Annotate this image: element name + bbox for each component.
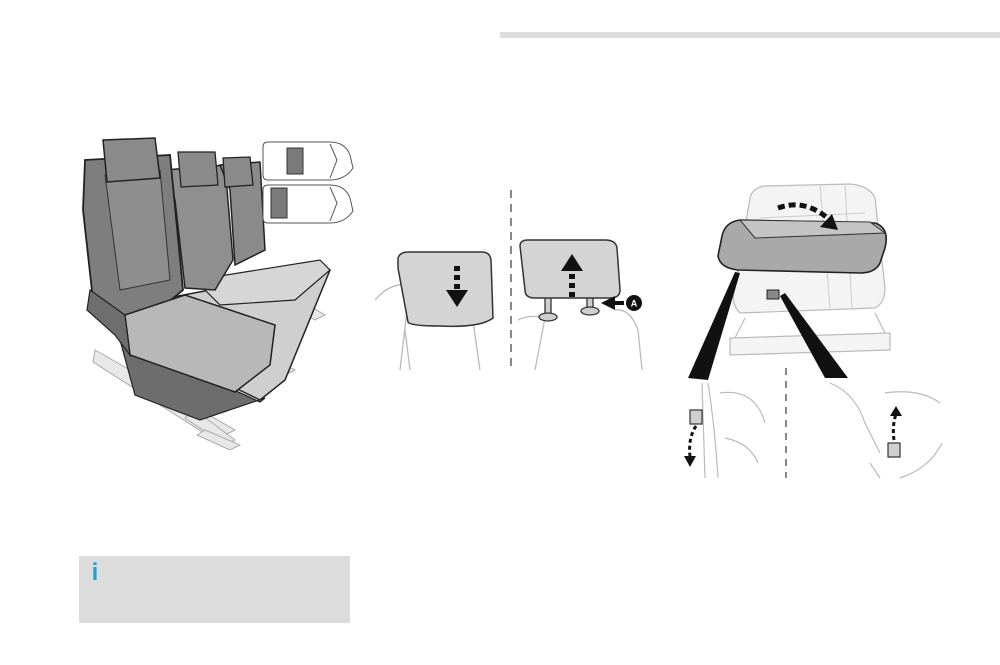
release-handle xyxy=(766,289,780,300)
release-lever-right xyxy=(887,442,901,458)
release-lever-left xyxy=(689,409,703,425)
zoom-wedge-right xyxy=(780,293,848,378)
info-note-box: i xyxy=(79,556,350,623)
callout-arrow-icon xyxy=(601,296,624,310)
callout-a: A xyxy=(626,295,642,311)
headrest-right xyxy=(222,156,254,188)
arrow-pull-up-icon xyxy=(890,406,902,441)
arrow-up-icon xyxy=(561,254,583,297)
zoom-wedge-left xyxy=(688,272,740,380)
vehicle-layout-thumbnail-top xyxy=(262,141,354,181)
vehicle-layout-thumbnail-bottom xyxy=(262,184,354,224)
arrow-fold-down-icon xyxy=(777,202,838,230)
section-divider xyxy=(500,32,1000,38)
detail-right-outline xyxy=(829,382,943,479)
seat-outline-right xyxy=(517,309,643,371)
headrest-adjustment-illustration: A xyxy=(374,190,643,371)
seat-cushion-right xyxy=(193,259,331,306)
detail-left-outline xyxy=(701,382,766,479)
bench-seat-illustration xyxy=(82,137,354,450)
seat-side-bolster xyxy=(86,288,131,358)
headrest-left xyxy=(102,137,161,183)
armrest-illustration xyxy=(684,183,943,479)
arrow-pull-down-icon xyxy=(684,425,698,467)
arrow-down-icon xyxy=(446,266,468,307)
seat-base-outline xyxy=(729,312,891,356)
headrest-lowered xyxy=(397,251,494,328)
callout-a-label: A xyxy=(631,299,638,309)
headrest-middle xyxy=(177,151,219,188)
info-icon: i xyxy=(91,559,99,586)
